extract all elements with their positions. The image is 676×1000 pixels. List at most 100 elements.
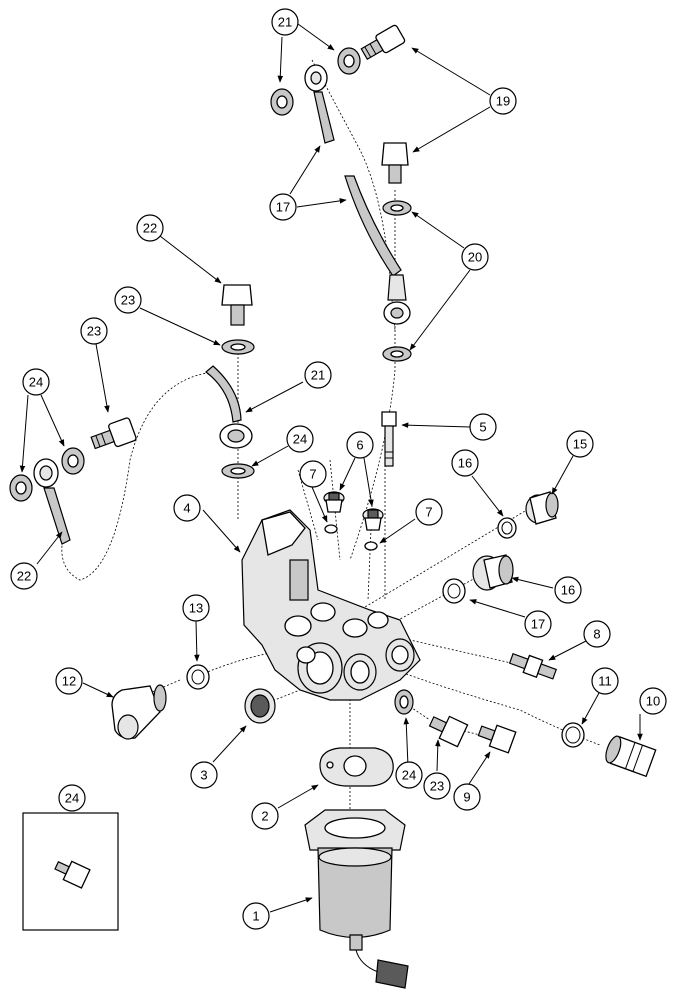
leader-arrows: [19, 23, 643, 913]
callout-22-left: 22: [10, 562, 38, 590]
callout-4: 4: [173, 494, 201, 522]
svg-text:17: 17: [531, 617, 545, 632]
o-ring-11: [561, 722, 585, 748]
callout-14: 15: [566, 430, 594, 458]
o-ring-small-right: [364, 541, 378, 551]
svg-text:7: 7: [425, 505, 432, 520]
washer-top-right: [337, 47, 361, 75]
kit-box: [22, 812, 119, 931]
callout-20: 19: [489, 87, 517, 115]
svg-text:23: 23: [121, 293, 135, 308]
washer-left-upper: [221, 339, 255, 355]
fitting-8: [508, 653, 558, 680]
callout-11: 11: [591, 667, 619, 695]
callout-21-top: 21: [271, 8, 299, 36]
svg-text:16: 16: [561, 583, 575, 598]
callout-16: 16: [554, 576, 582, 604]
callout-8: 8: [583, 620, 611, 648]
callout-2: 2: [251, 802, 279, 830]
svg-text:24: 24: [29, 375, 43, 390]
bolt-9: [477, 724, 517, 754]
svg-text:17: 17: [276, 200, 290, 215]
callout-7-left: 7: [299, 460, 327, 488]
callout-1: 1: [242, 902, 270, 930]
svg-text:16: 16: [458, 456, 472, 471]
svg-text:23: 23: [430, 779, 444, 794]
washer-mid: [382, 200, 412, 216]
callout-12: 12: [55, 667, 83, 695]
plug-right: [362, 508, 384, 531]
plug-14: [525, 491, 559, 525]
svg-text:19: 19: [496, 94, 510, 109]
svg-text:9: 9: [463, 790, 470, 805]
fuel-line-upper: [304, 64, 335, 144]
callout-22-mid: 21: [304, 361, 332, 389]
callout-5: 5: [469, 413, 497, 441]
svg-text:22: 22: [143, 221, 157, 236]
fitting-10: [605, 735, 657, 778]
svg-text:5: 5: [479, 420, 486, 435]
svg-text:7: 7: [309, 467, 316, 482]
svg-text:20: 20: [468, 250, 482, 265]
callout-23-left: 23: [80, 317, 108, 345]
plug-left: [323, 491, 345, 513]
washer-low: [382, 346, 412, 362]
washer-bottom: [394, 689, 414, 715]
banjo-bolt-top: [360, 24, 406, 61]
svg-text:21: 21: [278, 15, 292, 30]
o-ring-15: [497, 517, 517, 539]
svg-text:21: 21: [311, 368, 325, 383]
washer-left-lower: [221, 463, 255, 479]
callout-15: 16: [451, 449, 479, 477]
svg-text:3: 3: [200, 768, 207, 783]
svg-text:1: 1: [252, 909, 259, 924]
svg-text:23: 23: [87, 324, 101, 339]
fuel-line-middle: [205, 365, 253, 449]
svg-text:6: 6: [356, 438, 363, 453]
callout-24-bottom: 24: [395, 761, 423, 789]
svg-text:24: 24: [65, 791, 79, 806]
washer-far-left-1: [61, 447, 85, 475]
svg-text:2: 2: [261, 809, 268, 824]
callout-3: 3: [190, 761, 218, 789]
callout-21-mid: 20: [461, 243, 489, 271]
svg-text:4: 4: [183, 501, 190, 516]
svg-text:10: 10: [646, 694, 660, 709]
long-bolt: [381, 411, 397, 467]
svg-text:13: 13: [189, 601, 203, 616]
o-ring-small-left: [324, 524, 338, 534]
filter-housing: [241, 509, 421, 701]
callout-23-top: 22: [136, 214, 164, 242]
fuel-line-lower: [344, 175, 411, 325]
svg-text:22: 22: [17, 569, 31, 584]
banjo-bolt-left: [221, 284, 253, 326]
washer-top-left: [270, 88, 294, 116]
plug-16: [472, 554, 514, 591]
banjo-bolt-far-left: [90, 417, 137, 450]
svg-text:24: 24: [402, 768, 416, 783]
gasket-2: [319, 747, 394, 787]
plug-3: [244, 688, 276, 724]
o-ring-13: [186, 664, 210, 690]
banjo-bolt-mid: [381, 142, 409, 184]
elbow-12: [111, 684, 167, 740]
callout-19: 17: [269, 193, 297, 221]
callout-17: 17: [524, 610, 552, 638]
svg-text:24: 24: [293, 432, 307, 447]
washer-far-left-2: [9, 474, 33, 502]
callout-24-left: 24: [22, 368, 50, 396]
filter-bowl: [304, 809, 409, 989]
banjo-bolt-bottom: [428, 715, 469, 748]
svg-text:11: 11: [598, 674, 612, 689]
callout-13: 13: [182, 594, 210, 622]
callout-24-top: 23: [114, 286, 142, 314]
callout-7-right: 7: [415, 498, 443, 526]
o-ring-17: [442, 578, 466, 604]
callout-24-mid: 24: [286, 425, 314, 453]
callout-6: 6: [346, 431, 374, 459]
fuel-line-left: [33, 458, 71, 545]
callout-9: 9: [453, 783, 481, 811]
callout-25: 24: [58, 784, 86, 812]
callout-23-bottom: 23: [423, 772, 451, 800]
